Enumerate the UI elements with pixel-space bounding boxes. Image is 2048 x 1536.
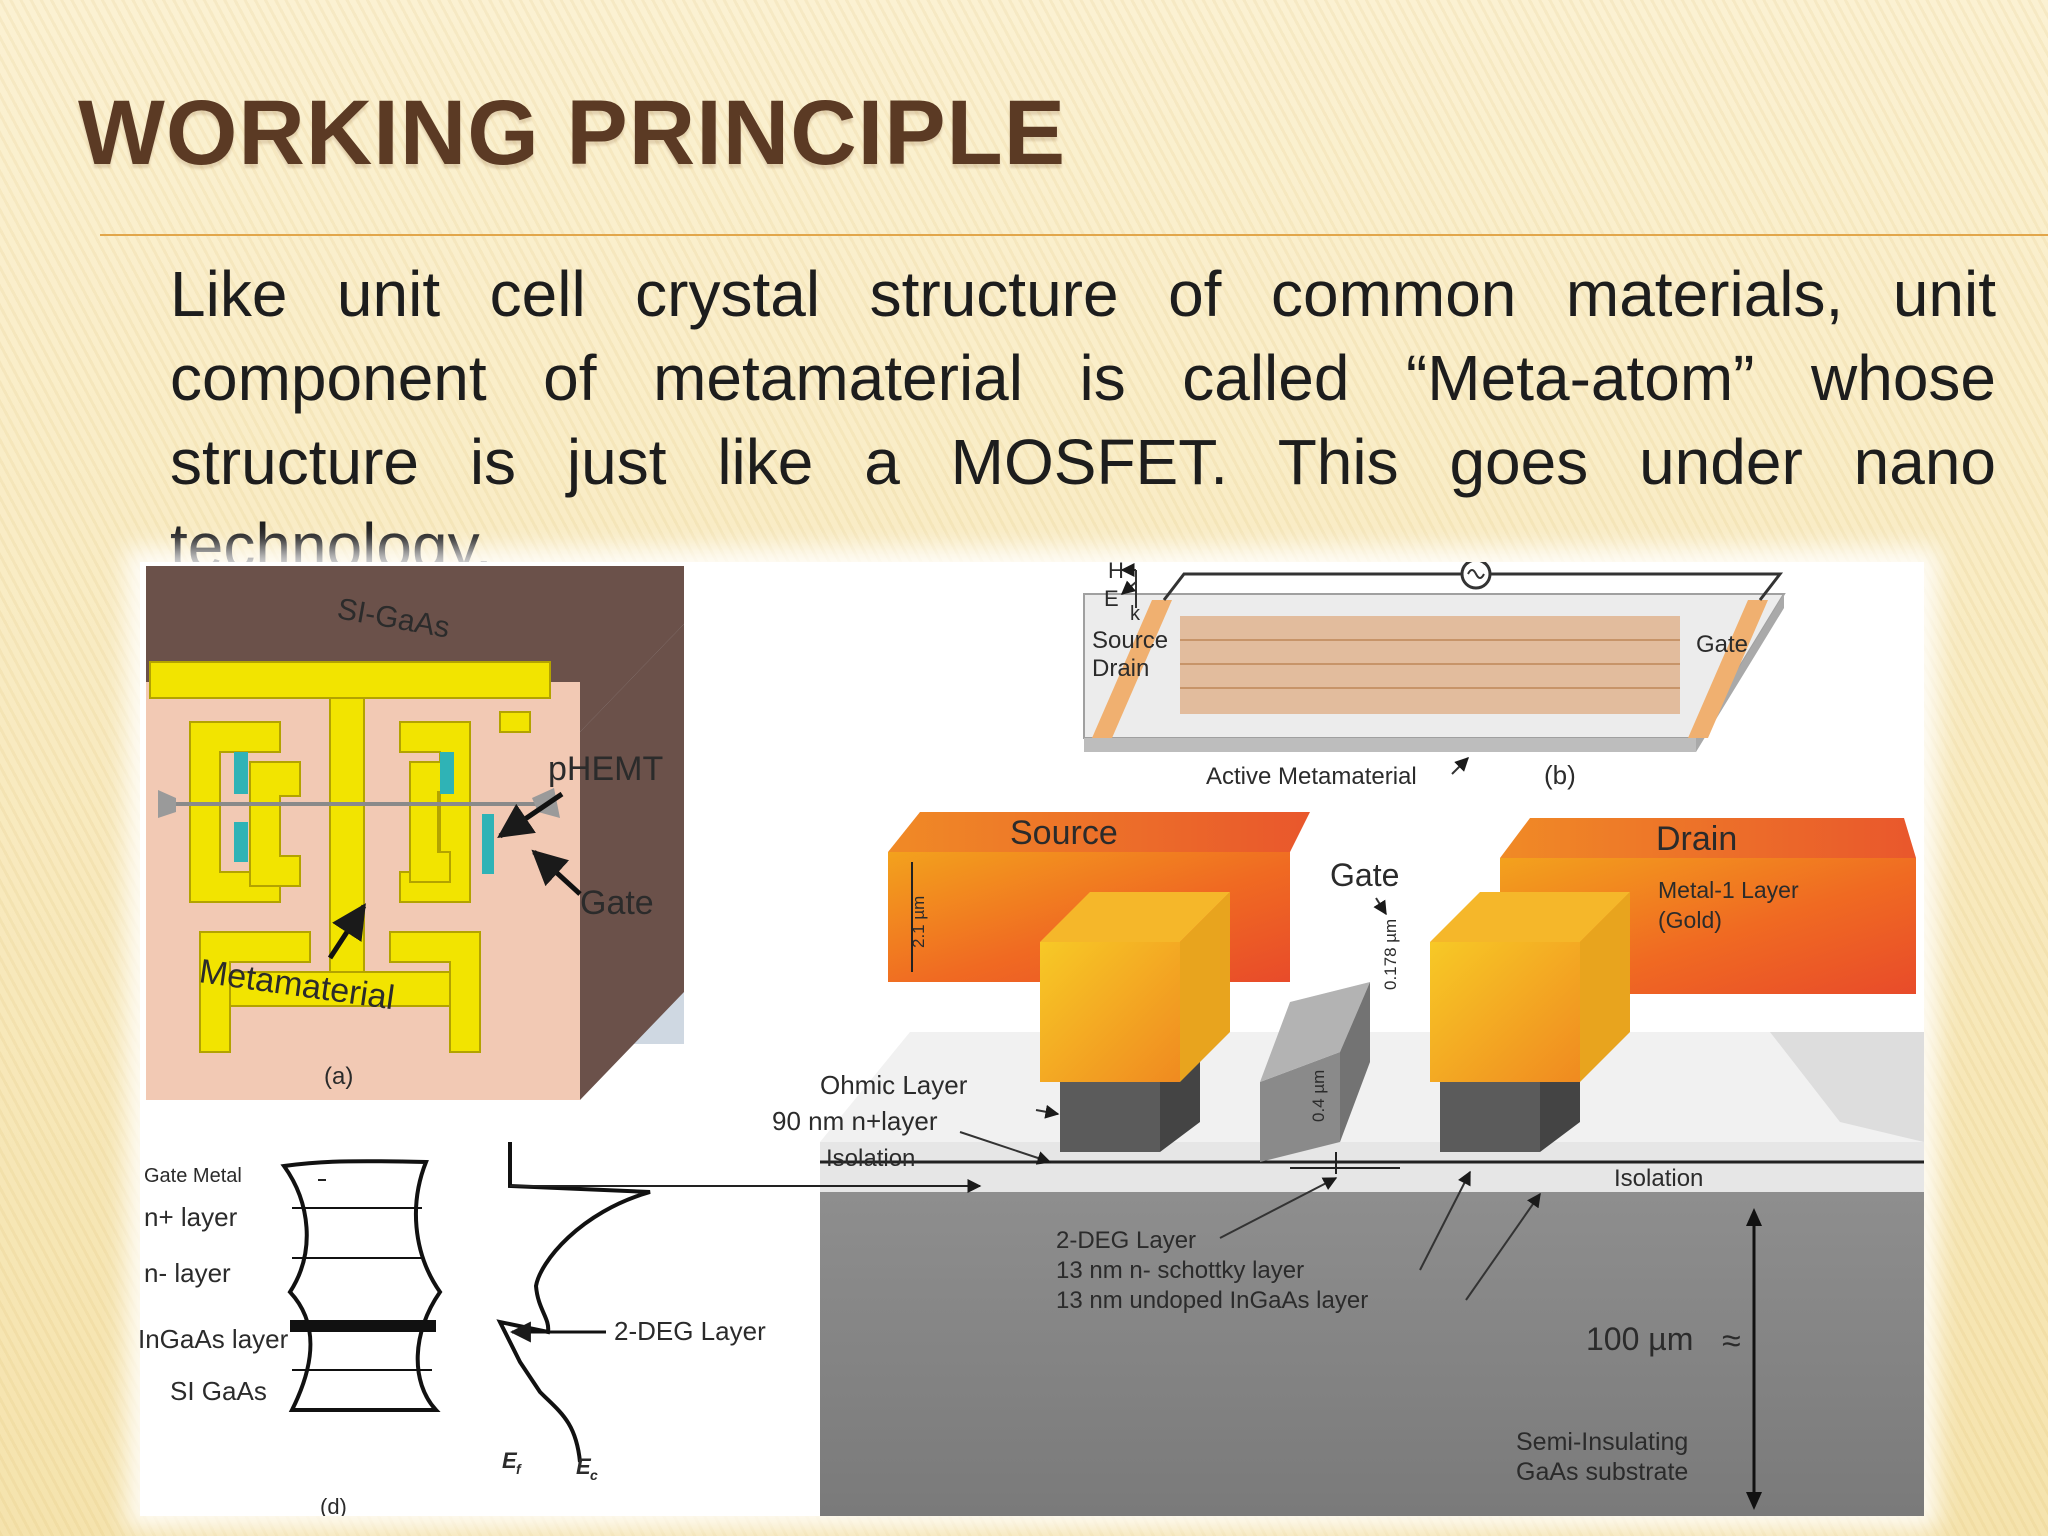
array-grid	[1180, 639, 1680, 689]
panel-c: Source Drain Gate Metal-1 Layer (Gold) 2…	[772, 812, 1924, 1516]
label-ingaas-layer: InGaAs layer	[140, 1324, 289, 1354]
phemt-device-cells	[234, 752, 494, 874]
arrow-metamaterial	[327, 903, 367, 960]
source-contact-front	[1040, 942, 1180, 1082]
label-gate-metal: Gate Metal	[144, 1165, 242, 1187]
drain-metal-bar-top	[1500, 818, 1916, 858]
label-undoped: 13 nm undoped InGaAs layer	[1056, 1287, 1368, 1314]
isolation-layer-right	[1770, 1032, 1924, 1142]
arrow-phemt	[497, 791, 564, 839]
arrow-undoped	[1465, 1192, 1541, 1301]
band-layer-stack	[280, 1159, 443, 1412]
source-contact-top	[1040, 892, 1230, 942]
label-isolation-left: Isolation	[826, 1145, 915, 1172]
label-metal1-layer: Metal-1 Layer	[1658, 877, 1799, 903]
arrow-ohmic	[1035, 1104, 1060, 1119]
gate-pad-left	[158, 790, 176, 818]
label-si-gaas-d: SI GaAs	[170, 1376, 267, 1406]
ohmic-pedestal-left	[1060, 1082, 1160, 1152]
mosfet-metamaterial-figure: SI-GaAs pHEMT Gate Metamaterial (a) H E …	[140, 562, 1924, 1516]
caption-d: (d)	[320, 1494, 347, 1516]
arrow-schottky	[1419, 1170, 1471, 1271]
panel-d: Gate Metal n+ layer n- layer InGaAs laye…	[140, 1142, 982, 1516]
gate-mesa-top	[1260, 982, 1370, 1082]
label-h: H	[1108, 562, 1124, 583]
title-divider	[100, 234, 2048, 236]
ingaas-layer-band	[290, 1320, 436, 1332]
arrow-n-plus	[959, 1131, 1052, 1165]
drain-contact-top	[1430, 892, 1630, 942]
label-isolation-right: Isolation	[1614, 1165, 1703, 1192]
label-dim-0-4um: 0.4 µm	[1309, 1070, 1328, 1122]
label-e: E	[1104, 586, 1119, 611]
arrow-gate-c	[1373, 897, 1387, 916]
source-metal-bar-top	[888, 812, 1310, 852]
label-drain-b: Drain	[1092, 655, 1149, 682]
label-source-c: Source	[1010, 814, 1118, 852]
gate-strip	[1688, 600, 1768, 738]
label-ec-sub: c	[590, 1467, 598, 1483]
drain-contact-side	[1580, 892, 1630, 1082]
wire-left	[1162, 572, 1466, 601]
thickness-arrow-bottom	[1746, 1492, 1762, 1510]
metamaterial-pattern	[149, 661, 551, 1053]
label-substrate-line2: GaAs substrate	[1516, 1458, 1688, 1486]
label-dim-0-178um: 0.178 µm	[1381, 919, 1400, 990]
e-field-arrow	[1120, 580, 1137, 595]
approx-symbol: ≈	[1722, 1322, 1741, 1360]
metamaterial-plate-edge	[1084, 738, 1696, 752]
arrow-gate-a	[531, 849, 582, 896]
ohmic-pedestal-right	[1440, 1082, 1540, 1152]
label-ef: E	[502, 1448, 518, 1473]
caption-b: (b)	[1544, 760, 1576, 790]
label-thickness: 100 µm	[1586, 1321, 1693, 1357]
drain-contact-front	[1430, 942, 1580, 1082]
source-contact-side	[1180, 892, 1230, 1082]
label-gate-c: Gate	[1330, 857, 1399, 893]
label-gate-a: Gate	[580, 884, 654, 922]
caption-a: (a)	[324, 1063, 353, 1090]
label-active-metamaterial: Active Metamaterial	[1206, 763, 1417, 790]
gaas-substrate-front	[820, 1192, 1924, 1516]
label-gate-b: Gate	[1696, 631, 1748, 658]
label-drain-c: Drain	[1656, 820, 1737, 858]
label-gold: (Gold)	[1658, 907, 1722, 933]
label-ohmic-layer: Ohmic Layer	[820, 1070, 968, 1100]
source-drain-strip	[1092, 600, 1172, 738]
label-deg-d: 2-DEG Layer	[614, 1316, 766, 1346]
label-substrate-line1: Semi-Insulating	[1516, 1428, 1688, 1456]
gate-mesa-side	[1340, 982, 1370, 1142]
label-ec: E	[576, 1454, 592, 1479]
energy-band-curve	[496, 1142, 651, 1463]
label-schottky: 13 nm n- schottky layer	[1056, 1257, 1304, 1284]
arrow-active-metamaterial	[1451, 757, 1469, 775]
label-n-minus-layer: n- layer	[144, 1258, 231, 1288]
arrow-deg-c	[1219, 1177, 1338, 1239]
label-ef-sub: f	[516, 1461, 522, 1477]
body-paragraph: Like unit cell crystal structure of comm…	[170, 258, 1996, 582]
substrate-side-face	[580, 624, 684, 1100]
label-source-b: Source	[1092, 627, 1168, 654]
label-deg-c: 2-DEG Layer	[1056, 1227, 1196, 1254]
label-phemt: pHEMT	[548, 750, 663, 788]
slide-title: WORKING PRINCIPLE	[78, 82, 1067, 184]
label-k: k	[1130, 603, 1141, 625]
panel-b: H E k Source Drain Gate Active Metamater…	[1083, 562, 1786, 790]
label-n-plus-layer-c: 90 nm n+layer	[772, 1106, 938, 1136]
gate-mesa-front	[1260, 1052, 1340, 1162]
sine-wave-icon	[1467, 569, 1485, 579]
label-n-plus-layer-d: n+ layer	[144, 1202, 238, 1232]
isolation-layer-top	[820, 1032, 1924, 1142]
label-dim-2-1um: 2.1 µm	[909, 896, 928, 948]
thickness-arrow-top	[1746, 1208, 1762, 1226]
wire-right	[1486, 572, 1784, 601]
panel-a: SI-GaAs pHEMT Gate Metamaterial (a)	[146, 566, 684, 1100]
